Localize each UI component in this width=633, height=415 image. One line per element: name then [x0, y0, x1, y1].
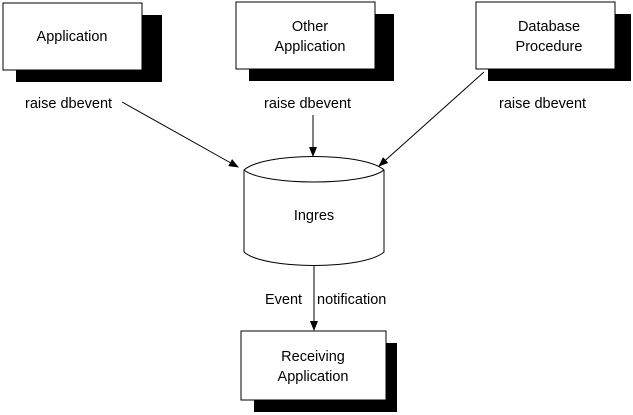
other-application-node-box [235, 1, 376, 70]
database-procedure-to-ingres-arrow [378, 71, 485, 167]
ingres-node-label: Ingres [294, 208, 334, 224]
database-procedure-node-box [475, 1, 616, 70]
application-node-box [2, 2, 143, 71]
application-node: Application [2, 2, 162, 82]
application-edge-label: raise dbevent [25, 96, 112, 112]
event-notification-label-part1: Event [265, 292, 302, 308]
other-application-edge-label: raise dbevent [264, 96, 351, 112]
receiving-application-node-label-line2: Application [278, 369, 349, 385]
application-node-label: Application [37, 29, 108, 45]
ingres-node: Ingres [243, 156, 385, 266]
receiving-application-node-label-line1: Receiving [281, 349, 345, 365]
receiving-application-node-box [240, 330, 387, 401]
other-application-node: Other Application [235, 1, 394, 81]
other-application-node-label-line1: Other [292, 19, 328, 35]
receiving-application-node: Receiving Application [240, 330, 397, 412]
database-procedure-node: Database Procedure [475, 1, 631, 81]
database-procedure-node-label-line1: Database [518, 19, 580, 35]
database-procedure-edge-label: raise dbevent [499, 96, 586, 112]
database-procedure-node-label-line2: Procedure [516, 39, 583, 55]
application-to-ingres-arrow [121, 101, 239, 168]
event-notification-label-part2: notification [317, 292, 386, 308]
ingres-cylinder-top [243, 156, 385, 183]
other-application-node-label-line2: Application [275, 39, 346, 55]
